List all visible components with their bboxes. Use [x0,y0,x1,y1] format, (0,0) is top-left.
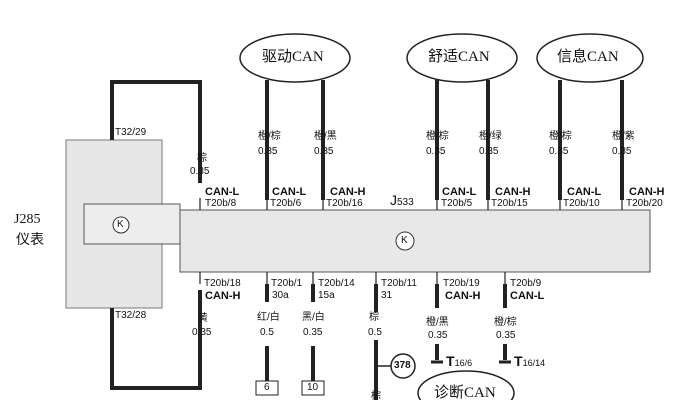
j533-k-circle [395,231,415,251]
bottom-wire-pin: T20b/19 [443,278,480,289]
top-wire-size: 0.35 [314,146,334,157]
bottom-wire-pin: T20b/9 [510,278,542,289]
bottom-wire-size: 0.35 [192,327,212,338]
top-wire-color: 橙/绿 [479,131,502,142]
j285-bottom-wire [110,290,202,390]
bottom-wire-size: 0.35 [496,330,516,341]
j285-bottom-pin: T32/28 [115,310,147,321]
j285-name: 仪表 [16,231,44,247]
top-wire-signal: CAN-L [567,186,602,198]
junction-378-label: 378 [394,360,411,371]
bottom-wire-size: 0.5 [368,327,382,338]
bottom-wire-signal: 30a [272,290,289,301]
top-wire-pin: T20b/20 [626,198,663,209]
ellipse-comfort-can [406,33,518,83]
top-wire-signal: CAN-H [629,186,665,198]
bottom-wire-signal: 15a [318,290,335,301]
top-wire-pin: T20b/8 [205,198,237,209]
ellipse-diag-can [417,370,515,400]
j285-k-circle [112,216,130,234]
terminal-6-box [255,380,279,396]
top-wire-size: 0.35 [549,146,569,157]
top-wire-signal: CAN-H [495,186,531,198]
terminal-10-label: 10 [307,382,319,393]
top-wire-pin: T20b/5 [441,198,473,209]
j285-top-pin: T32/29 [115,127,147,138]
j285-k-letter: K [117,219,124,230]
bottom-wire-size: 0.35 [428,330,448,341]
bottom-wire-signal: 31 [381,290,393,301]
terminal-6-label: 6 [264,382,270,393]
top-wire-color: 橙/棕 [549,131,572,142]
diag-connector-t: T16/6 [446,353,473,369]
j285-inner-box [83,203,181,245]
bottom-wire-pin: T20b/11 [381,278,417,289]
bottom-wire-size: 0.5 [260,327,274,338]
j533-k-letter: K [401,235,408,246]
top-wire-color: 橙/紫 [612,131,635,142]
bottom-extra-color: 棕 [371,391,381,400]
drive-can-label: 驱动CAN [262,49,324,65]
bottom-wire-signal: CAN-L [510,290,545,302]
info-can-label: 信息CAN [557,49,619,65]
j533-code: J533 [390,192,414,208]
bottom-wire-signal: CAN-H [205,290,241,302]
top-wire-color: 橙/棕 [258,131,281,142]
bottom-wire-pin: T20b/1 [271,278,303,289]
terminal-10-box [301,380,325,396]
top-wire-signal: CAN-L [205,186,240,198]
bottom-wire-signal: CAN-H [445,290,481,302]
bottom-wire-pin: T20b/14 [318,278,355,289]
bottom-wire-color: 黑/白 [302,312,325,323]
top-wire-signal: CAN-H [330,186,366,198]
top-wire-signal: CAN-L [272,186,307,198]
top-wire-color: 棕 [197,153,207,164]
bottom-wire-color: 棕 [369,312,379,323]
bottom-wire-color: 橙/棕 [494,317,517,328]
ellipse-info-can [536,33,644,83]
top-wire-size: 0.35 [258,146,278,157]
top-wire-size: 0.35 [612,146,632,157]
top-wire-size: 0.35 [190,166,210,177]
bottom-wire-color: 红/白 [257,312,280,323]
top-wire-size: 0.35 [426,146,446,157]
j533-box [179,209,651,273]
diag-connector-t: T16/14 [514,353,546,369]
ellipse-drive-can [239,33,351,83]
bottom-wire-size: 0.35 [303,327,323,338]
top-wire-size: 0.35 [479,146,499,157]
top-wire-pin: T20b/16 [326,198,363,209]
top-wire-color: 橙/黑 [314,131,337,142]
bottom-wire-color: 黄 [198,313,208,324]
top-wire-color: 橙/棕 [426,131,449,142]
top-wire-pin: T20b/6 [270,198,302,209]
diag-can-label: 诊断CAN [434,385,496,400]
bottom-wire-color: 橙/黑 [426,317,449,328]
comfort-can-label: 舒适CAN [428,49,490,65]
top-wire-pin: T20b/10 [563,198,600,209]
top-wire-pin: T20b/15 [491,198,528,209]
j285-top-wire [110,80,202,183]
junction-378-circle [390,353,416,379]
bottom-wire-pin: T20b/18 [204,278,241,289]
j285-code: J285 [14,212,41,227]
top-wire-signal: CAN-L [442,186,477,198]
